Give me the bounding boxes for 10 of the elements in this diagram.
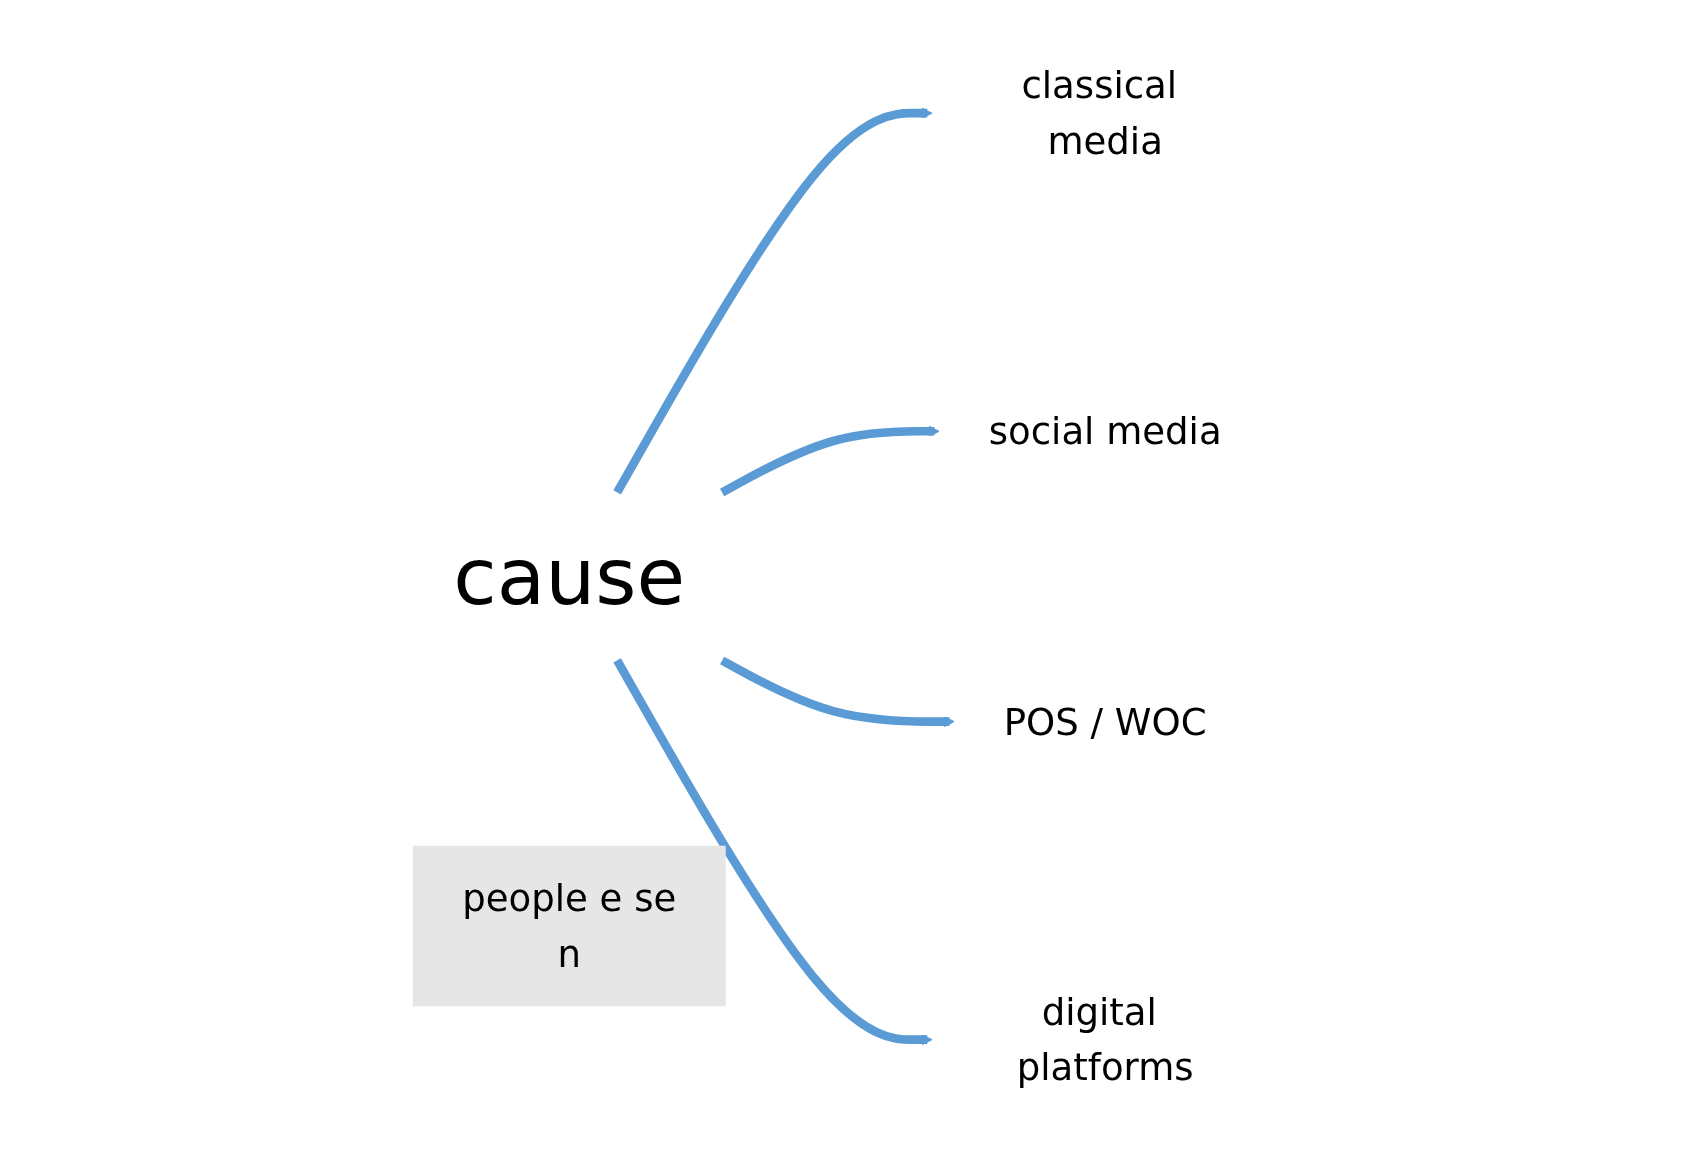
arrow (720, 656, 955, 728)
node-text: digital platforms (1016, 990, 1194, 1090)
node-text: social media (988, 409, 1222, 453)
arrow (613, 107, 933, 495)
arrow (720, 425, 940, 497)
node-text: POS / WOC (1003, 700, 1207, 744)
node-box: people e se n (412, 845, 726, 1007)
node-text: cause (453, 530, 686, 623)
arrow (613, 658, 933, 1046)
node-text: classical media (1021, 63, 1178, 163)
